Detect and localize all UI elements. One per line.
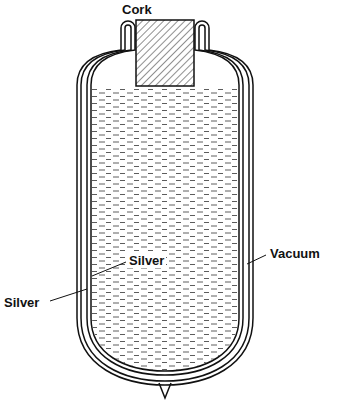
part-label: Silver [2, 295, 41, 310]
part-label: Vacuum [268, 246, 322, 261]
leader-line [92, 262, 126, 276]
sealing-tip [159, 383, 171, 398]
flask-walls [77, 21, 253, 385]
part-label: Silver [127, 253, 166, 268]
cork-stopper [136, 20, 194, 86]
leader-line [50, 289, 87, 301]
part-label: Cork [120, 2, 154, 17]
leader-line [247, 255, 266, 264]
